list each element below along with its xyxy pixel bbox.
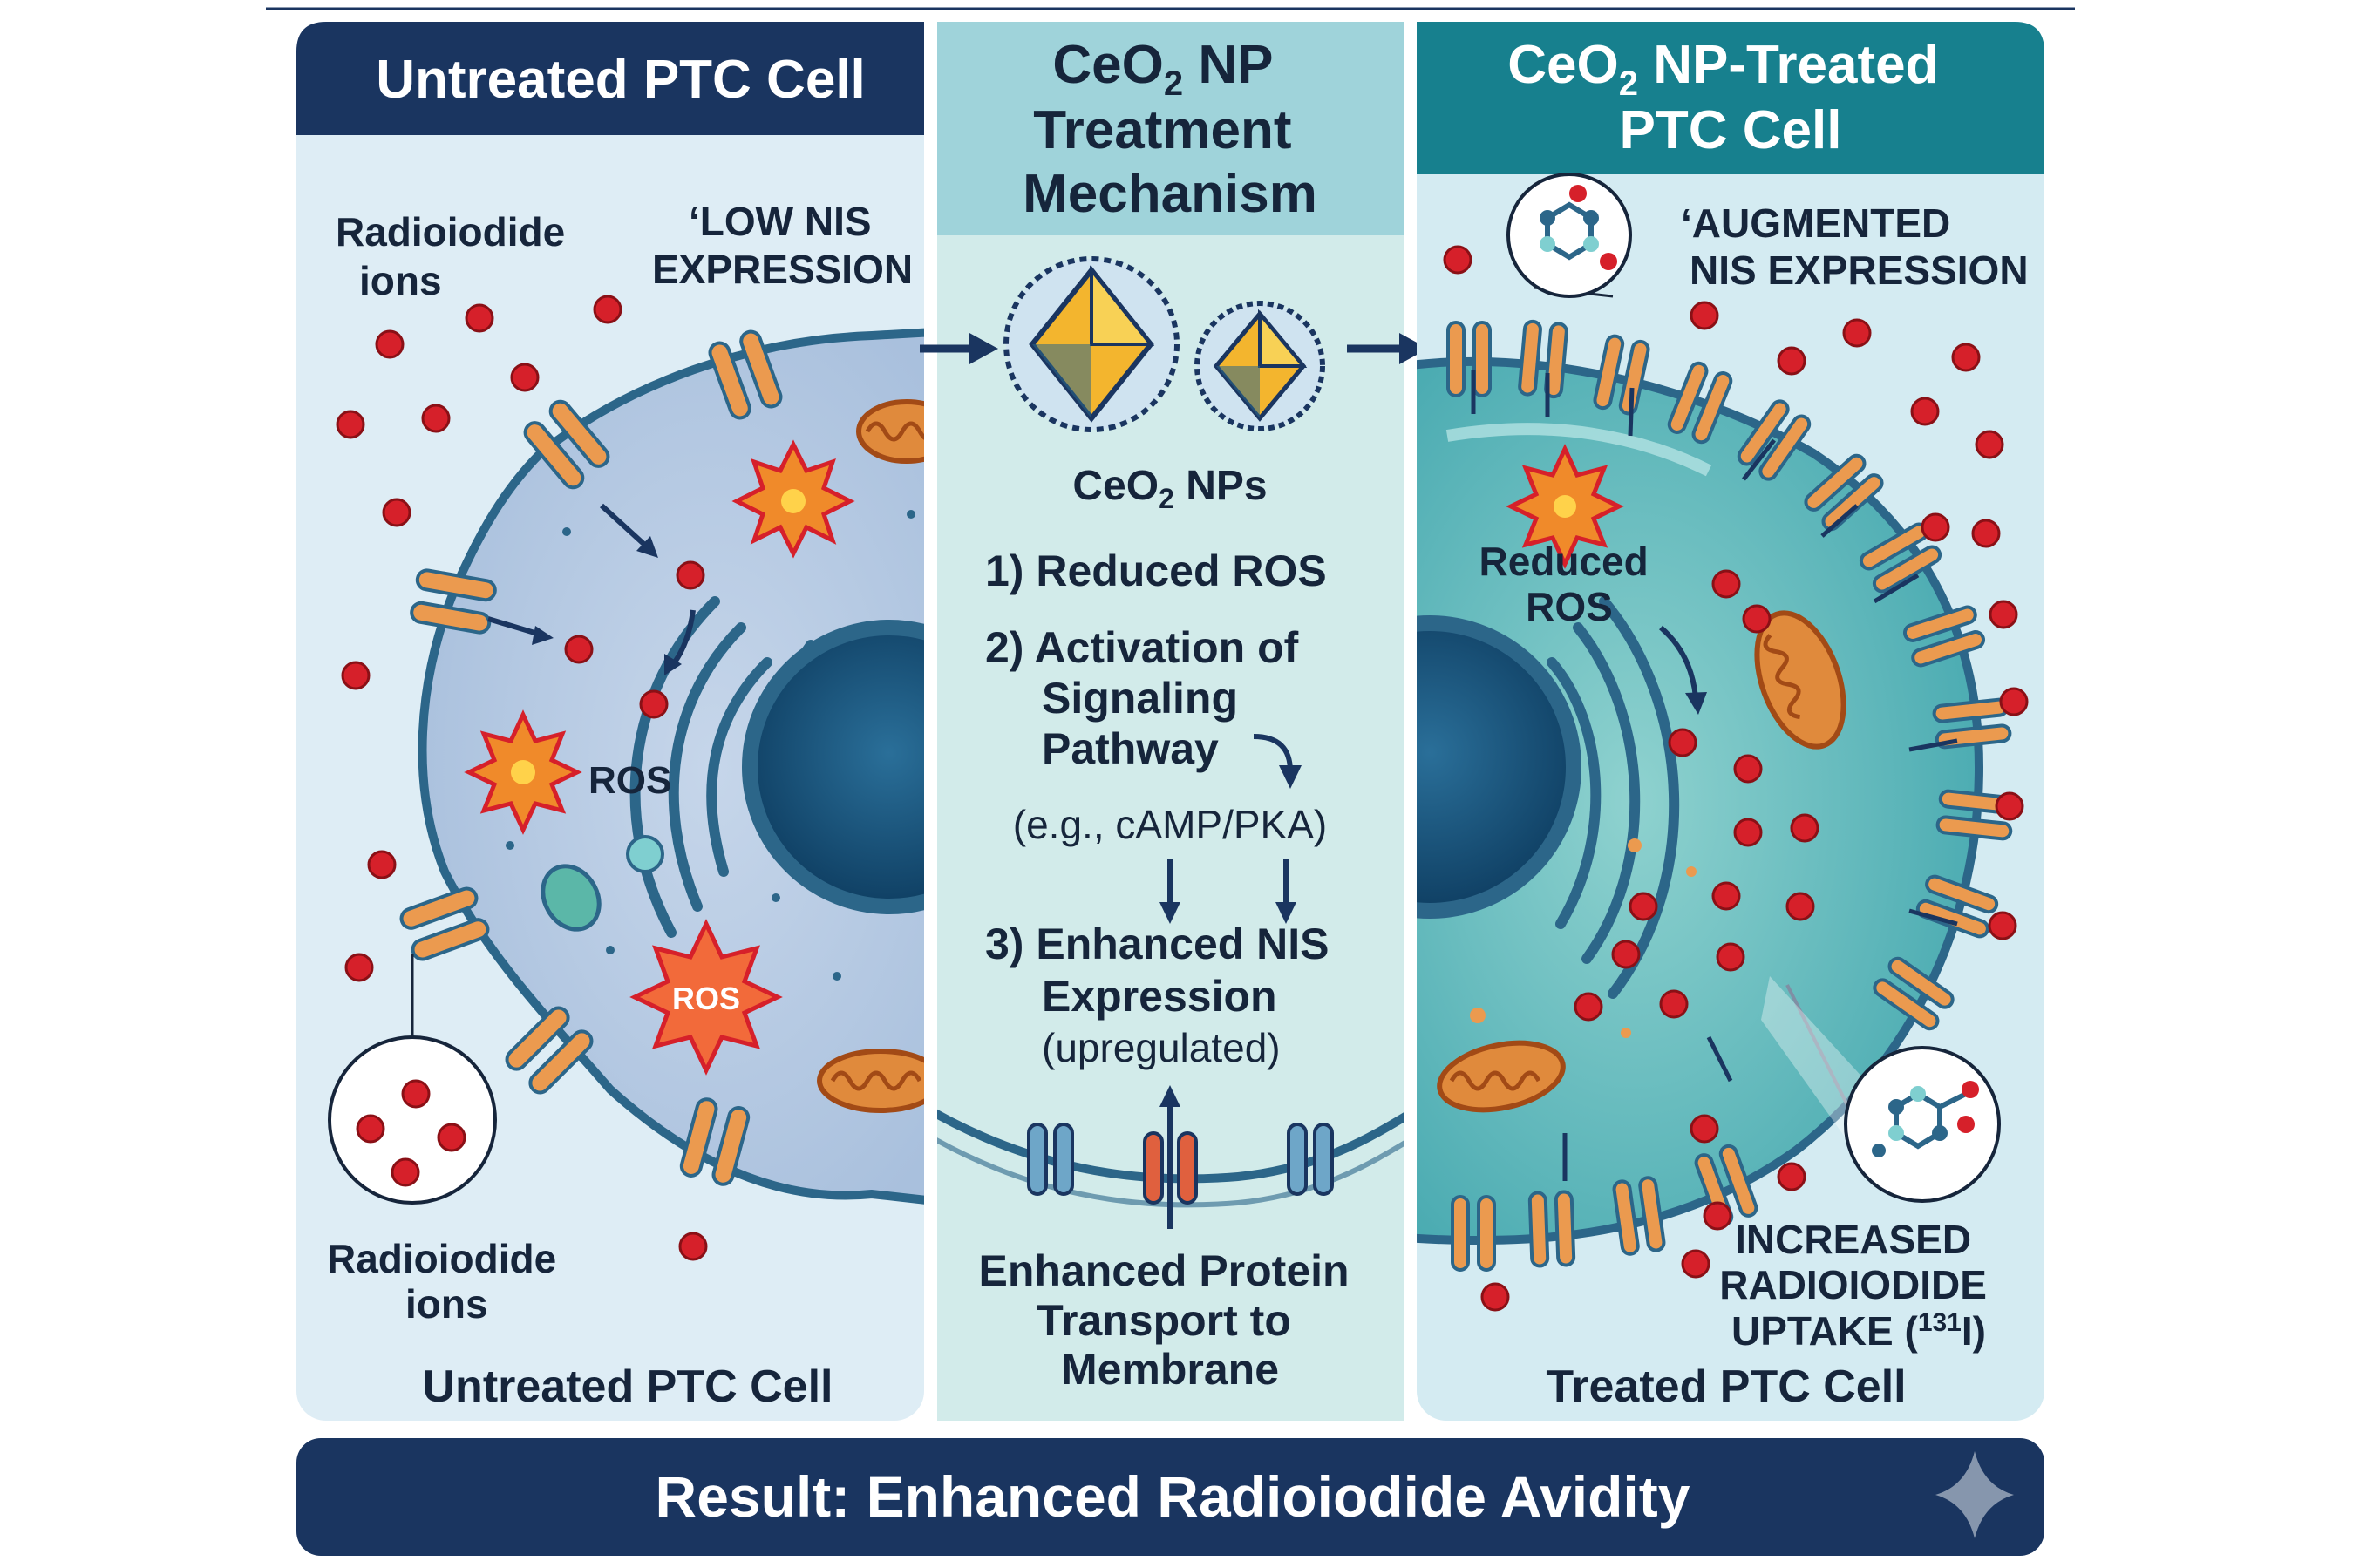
radioiodide-ion [1996, 793, 2023, 819]
radioiodide-ion [595, 296, 621, 322]
result-banner-text: Result: Enhanced Radioiodide Avidity [656, 1464, 1690, 1529]
radioiodide-ion [1990, 601, 2016, 628]
ros-burst-icon [737, 445, 850, 553]
radioiodide-ion [1670, 730, 1696, 756]
radioiodide-ion [1713, 883, 1739, 909]
radioiodide-ion [1713, 571, 1739, 597]
panel-left-footer: Untreated PTC Cell [423, 1361, 833, 1412]
ros-label-burst: ROS [672, 981, 740, 1016]
radioiodide-ion [1691, 1116, 1717, 1142]
radioiodide-ion [1922, 514, 1948, 540]
radioiodide-ion [1778, 348, 1805, 374]
radioiodide-ion [1787, 893, 1813, 920]
result-banner: Result: Enhanced Radioiodide Avidity [296, 1438, 2044, 1556]
radioiodide-ion [1482, 1284, 1508, 1310]
step-3-note: (upregulated) [1042, 1025, 1281, 1070]
radioiodide-ion [677, 562, 704, 588]
radioiodide-ion [2001, 689, 2027, 715]
radioiodide-ion [1613, 941, 1639, 967]
radioiodide-ion [377, 331, 403, 357]
radioiodide-ion [1704, 1203, 1731, 1229]
panel-right-footer: Treated PTC Cell [1546, 1361, 1906, 1412]
radioiodide-ion [1953, 344, 1979, 370]
radioiodide-ion [346, 954, 372, 981]
radioiodide-ion [1778, 1164, 1805, 1190]
radioiodide-ion [1744, 606, 1770, 632]
radioiodide-ion [1976, 431, 2003, 458]
radioiodide-ion [1989, 913, 2016, 939]
radioiodide-ion [512, 364, 538, 390]
radioiodide-ion [566, 636, 592, 662]
radioiodide-ion [369, 852, 395, 878]
panel-untreated: Untreated PTC Cell [296, 22, 1029, 1421]
radioiodide-ion [1691, 302, 1717, 329]
mitochondrion [819, 1051, 942, 1110]
ceo2-nanoparticle-small [1197, 303, 1323, 429]
radioiodide-ion [384, 499, 410, 526]
vesicle [628, 837, 663, 872]
radioiodide-ion [1792, 815, 1818, 841]
molecule-magnifier-top [1508, 174, 1630, 296]
radioiodide-ion [1445, 247, 1471, 273]
radioiodide-ion [1912, 398, 1938, 424]
radioiodide-ion [1973, 520, 1999, 546]
panel-mechanism: CeO2 NP Treatment Mechanism CeO2 NPs 1) … [924, 22, 1421, 1421]
ceo2-nanoparticle-large [1006, 259, 1177, 430]
radioiodide-ion [1717, 944, 1744, 970]
label-increased-uptake: INCREASED RADIOIODIDE UPTAKE (131I) [1719, 1217, 1997, 1354]
radioiodide-ion [343, 662, 369, 689]
radioiodide-ion [466, 305, 493, 331]
molecule-magnifier-bottom [1846, 1048, 1999, 1201]
radioiodide-ion [423, 405, 449, 431]
ros-label: ROS [588, 759, 671, 802]
panel-left-header: Untreated PTC Cell [376, 50, 866, 110]
radioiodide-ion [680, 1233, 706, 1259]
radioiodide-ion [1735, 819, 1761, 845]
radioiodide-ion [1735, 756, 1761, 782]
radioiodide-ion [1683, 1251, 1709, 1277]
radioiodide-ion [1575, 994, 1602, 1020]
radioiodide-ion [1661, 991, 1687, 1017]
step-1-reduced-ros: 1) Reduced ROS [985, 546, 1327, 595]
step-2-example: (e.g., cAMP/PKA) [1013, 802, 1327, 847]
radioiodide-ion [337, 411, 364, 438]
radioiodide-ion [1630, 893, 1656, 920]
radioiodide-ion [1844, 320, 1870, 346]
radioiodide-ion [641, 691, 667, 717]
